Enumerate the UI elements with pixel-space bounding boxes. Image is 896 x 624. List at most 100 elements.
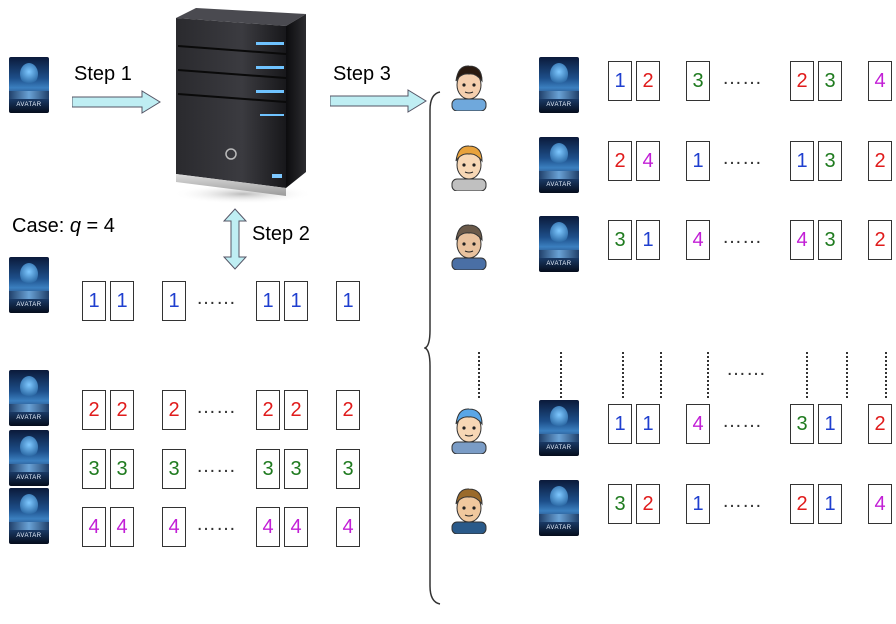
- ellipsis: ……: [196, 396, 236, 418]
- user-box-r1-c1: 1: [608, 61, 632, 101]
- key-box-r1-c6: 1: [336, 281, 360, 321]
- key-box-r1-c4: 1: [256, 281, 280, 321]
- key-box-r2-c3: 2: [162, 390, 186, 430]
- vertical-ellipsis-2: [560, 352, 562, 398]
- key-copy-poster-3: AVATAR: [9, 430, 49, 486]
- poster-title: AVATAR: [16, 533, 42, 539]
- key-box-r1-c3: 1: [162, 281, 186, 321]
- server-icon: [173, 8, 313, 204]
- user-box-r1-c2: 2: [636, 61, 660, 101]
- user-avatar-dark-hair-icon: [451, 65, 487, 111]
- ellipsis: ……: [722, 67, 762, 89]
- user-box-r4-c2: 1: [636, 404, 660, 444]
- key-box-r1-c1: 1: [82, 281, 106, 321]
- vertical-ellipsis-4: [660, 352, 662, 398]
- user-box-r2-c4: 1: [790, 141, 814, 181]
- user-box-r2-c6: 2: [868, 141, 892, 181]
- key-copy-poster-4: AVATAR: [9, 488, 49, 544]
- user-copy-poster-4: AVATAR: [539, 400, 579, 456]
- user-box-r3-c5: 3: [818, 220, 842, 260]
- user-copy-poster-2: AVATAR: [539, 137, 579, 193]
- user-avatar-hat-icon: [451, 488, 487, 534]
- poster-title: AVATAR: [16, 475, 42, 481]
- key-box-r2-c6: 2: [336, 390, 360, 430]
- user-avatar-cap-icon: [451, 408, 487, 454]
- user-box-r5-c5: 1: [818, 484, 842, 524]
- user-box-r4-c5: 1: [818, 404, 842, 444]
- user-box-r4-c1: 1: [608, 404, 632, 444]
- key-box-r4-c1: 4: [82, 507, 106, 547]
- vertical-ellipsis-6: [806, 352, 808, 398]
- ellipsis: ……: [196, 513, 236, 535]
- user-box-r3-c4: 4: [790, 220, 814, 260]
- user-box-r4-c6: 2: [868, 404, 892, 444]
- user-box-r2-c5: 3: [818, 141, 842, 181]
- user-box-r4-c3: 4: [686, 404, 710, 444]
- user-box-r2-c2: 4: [636, 141, 660, 181]
- poster-title: AVATAR: [546, 102, 572, 108]
- user-box-r5-c4: 2: [790, 484, 814, 524]
- source-movie-poster: AVATAR: [9, 57, 49, 113]
- user-copy-poster-1: AVATAR: [539, 57, 579, 113]
- user-box-r3-c1: 3: [608, 220, 632, 260]
- case-variable: q: [69, 215, 81, 237]
- key-box-r2-c5: 2: [284, 390, 308, 430]
- user-group-brace: [424, 91, 441, 605]
- key-box-r3-c5: 3: [284, 449, 308, 489]
- vertical-ellipsis-5: [707, 352, 709, 398]
- poster-title: AVATAR: [546, 525, 572, 531]
- user-box-r1-c4: 2: [790, 61, 814, 101]
- user-avatar-spiky-hair-icon: [451, 224, 487, 270]
- step2-label: Step 2: [252, 223, 310, 245]
- user-box-r4-c4: 3: [790, 404, 814, 444]
- user-copy-poster-5: AVATAR: [539, 480, 579, 536]
- key-box-r1-c2: 1: [110, 281, 134, 321]
- ellipsis: ……: [722, 226, 762, 248]
- key-box-r4-c5: 4: [284, 507, 308, 547]
- key-box-r1-c5: 1: [284, 281, 308, 321]
- key-box-r4-c2: 4: [110, 507, 134, 547]
- poster-title: AVATAR: [546, 445, 572, 451]
- key-box-r2-c2: 2: [110, 390, 134, 430]
- vertical-ellipsis-7: [846, 352, 848, 398]
- vertical-ellipsis-3: [622, 352, 624, 398]
- key-box-r4-c3: 4: [162, 507, 186, 547]
- ellipsis: ……: [722, 147, 762, 169]
- key-box-r3-c1: 3: [82, 449, 106, 489]
- vertical-ellipsis-1: [478, 352, 480, 398]
- case-label: Case: q = 4: [12, 215, 115, 237]
- user-box-r5-c6: 4: [868, 484, 892, 524]
- ellipsis: ……: [722, 490, 762, 512]
- poster-title: AVATAR: [16, 302, 42, 308]
- user-box-r1-c6: 4: [868, 61, 892, 101]
- step2-double-arrow-icon: [223, 208, 247, 270]
- user-box-r2-c3: 1: [686, 141, 710, 181]
- user-box-r5-c1: 3: [608, 484, 632, 524]
- poster-title: AVATAR: [16, 102, 42, 108]
- user-box-r1-c3: 3: [686, 61, 710, 101]
- key-box-r3-c2: 3: [110, 449, 134, 489]
- user-box-r2-c1: 2: [608, 141, 632, 181]
- ellipsis: ……: [196, 455, 236, 477]
- step1-label: Step 1: [74, 63, 132, 85]
- key-copy-poster-2: AVATAR: [9, 370, 49, 426]
- ellipsis: ……: [722, 410, 762, 432]
- user-box-r3-c3: 4: [686, 220, 710, 260]
- user-box-r5-c2: 2: [636, 484, 660, 524]
- key-box-r2-c4: 2: [256, 390, 280, 430]
- ellipsis: ……: [726, 358, 766, 380]
- ellipsis: ……: [196, 287, 236, 309]
- key-box-r3-c3: 3: [162, 449, 186, 489]
- poster-title: AVATAR: [546, 261, 572, 267]
- user-box-r5-c3: 1: [686, 484, 710, 524]
- poster-title: AVATAR: [546, 182, 572, 188]
- user-avatar-blonde-icon: [451, 145, 487, 191]
- user-box-r3-c6: 2: [868, 220, 892, 260]
- key-copy-poster-1: AVATAR: [9, 257, 49, 313]
- vertical-ellipsis-8: [885, 352, 887, 398]
- key-box-r4-c4: 4: [256, 507, 280, 547]
- user-box-r1-c5: 3: [818, 61, 842, 101]
- step3-arrow-icon: [330, 89, 427, 113]
- user-box-r3-c2: 1: [636, 220, 660, 260]
- key-box-r3-c4: 3: [256, 449, 280, 489]
